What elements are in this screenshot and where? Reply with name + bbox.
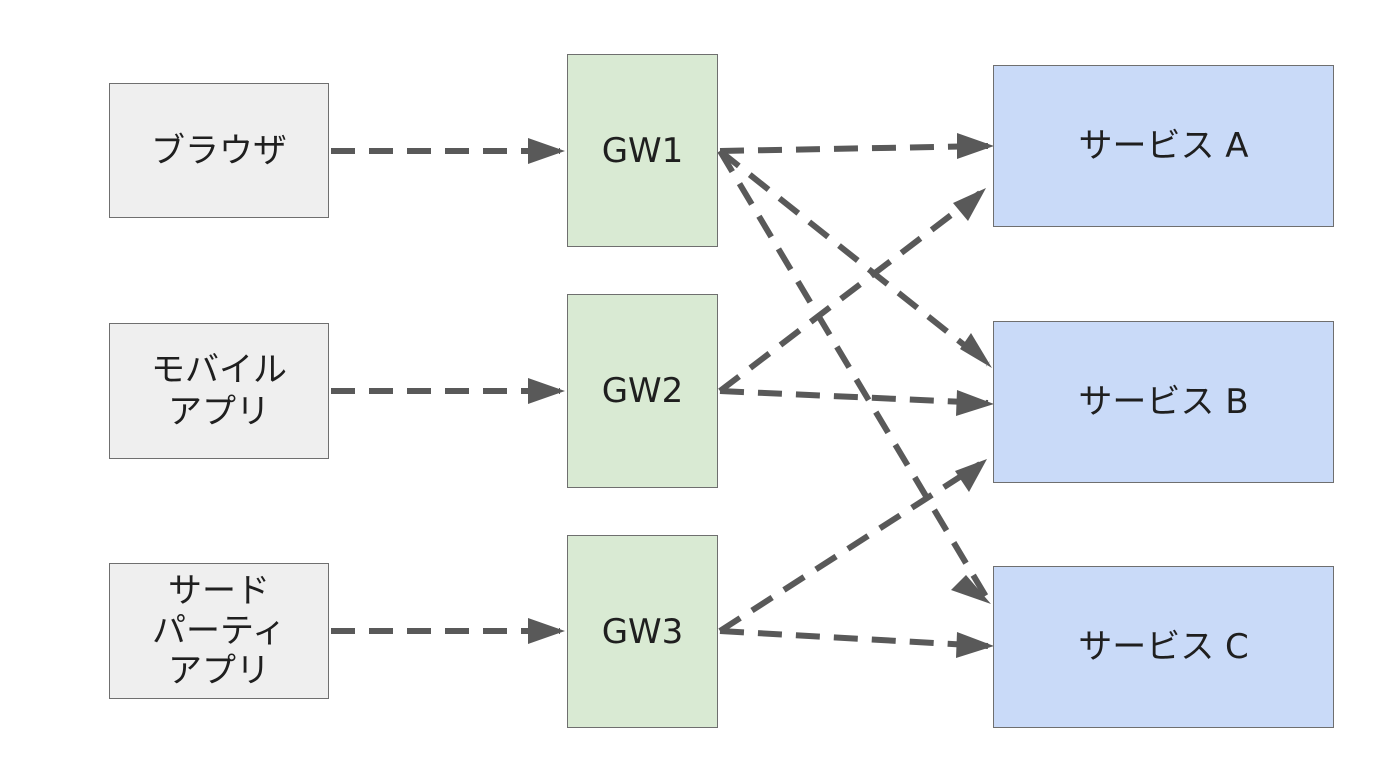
arrow-gw3-to-service-b	[718, 461, 982, 634]
arrow-gw1-to-service-c	[717, 149, 991, 602]
gateway-gw2-node: GW2	[567, 294, 718, 488]
arrow-gw3-to-service-c	[719, 628, 989, 649]
gateway-gw1-node: GW1	[567, 54, 718, 247]
client-third-party-app-node: サード パーティ アプリ	[109, 563, 329, 699]
service-b-node: サービス B	[993, 321, 1334, 483]
arrowhead-service-b-from-gw1	[960, 333, 992, 368]
service-a-node: サービス A	[993, 65, 1334, 227]
service-c-node: サービス C	[993, 566, 1334, 728]
arrow-gw1-to-service-b	[718, 148, 990, 367]
arrowhead-service-a-from-gw1	[957, 133, 994, 159]
arrowhead-service-b-from-gw3	[955, 459, 987, 492]
arrow-gw2-to-service-a	[718, 190, 982, 394]
gateway-gw3-node: GW3	[567, 535, 718, 728]
arrowhead-gw1-input	[528, 138, 565, 164]
client-mobile-app-node: モバイル アプリ	[109, 323, 329, 459]
arrowhead-gw2-input	[528, 378, 565, 404]
arrowhead-service-c-from-gw3	[956, 632, 994, 658]
arrowhead-service-a-from-gw2	[953, 188, 986, 221]
arrowhead-gw3-input	[528, 618, 565, 644]
arrowhead-service-b-from-gw2	[956, 390, 994, 416]
client-browser-node: ブラウザ	[109, 83, 329, 218]
arrow-gw2-to-service-b	[719, 388, 989, 406]
arrow-gw1-to-service-a	[719, 143, 989, 154]
arrowhead-service-c-from-gw1	[951, 575, 991, 604]
